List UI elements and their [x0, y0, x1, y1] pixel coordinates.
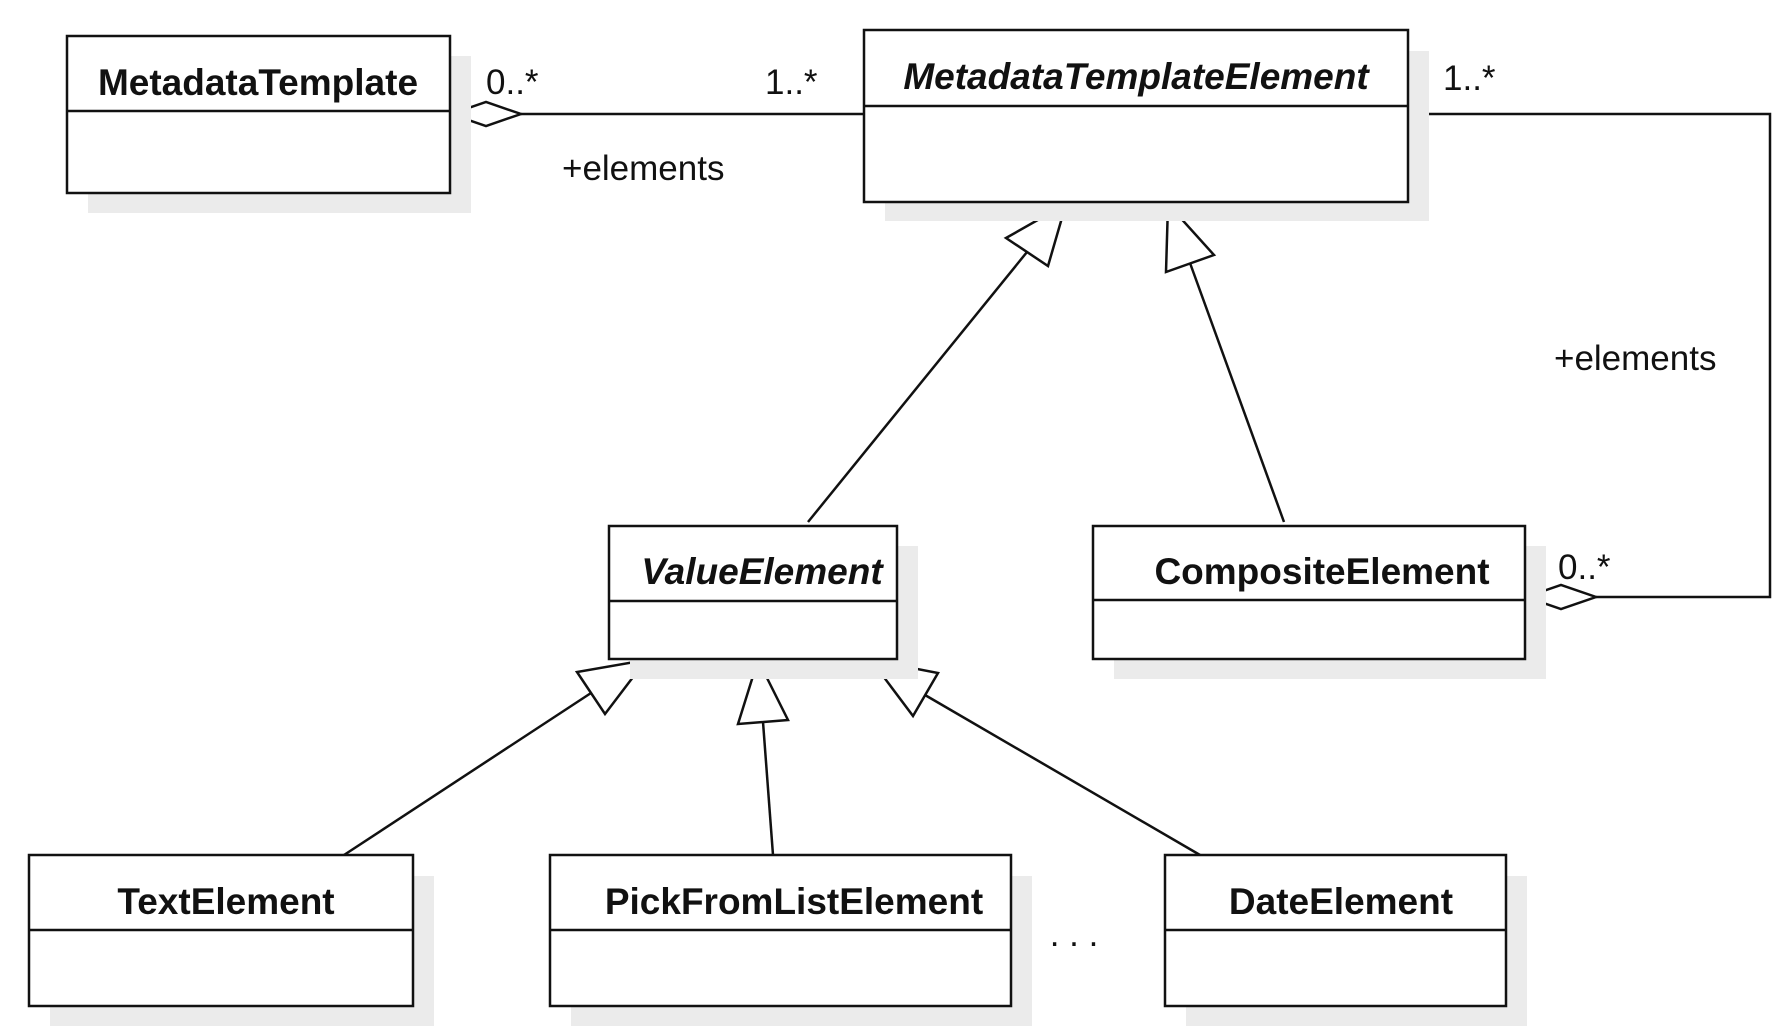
multiplicity-template-source: 0..*	[486, 63, 539, 102]
role-label-template-elements: +elements	[562, 149, 724, 188]
class-date-element: DateElement	[1163, 853, 1527, 1026]
class-metadata-template: MetadataTemplate	[65, 34, 471, 213]
inheritance-arrowhead	[736, 656, 790, 726]
generalization-line	[1188, 262, 1286, 523]
generalization-pick-to-value	[736, 656, 790, 856]
class-text-element: TextElement	[27, 853, 434, 1026]
role-label-composite-elements: +elements	[1554, 339, 1716, 378]
class-name: PickFromListElement	[605, 881, 983, 922]
generalization-composite-to-template-element	[1164, 200, 1286, 523]
class-name: CompositeElement	[1154, 551, 1489, 592]
generalization-line	[761, 721, 775, 856]
generalization-date-to-value	[868, 658, 1201, 857]
inheritance-arrowhead	[574, 658, 649, 717]
association-template-elements	[447, 100, 863, 128]
class-box	[862, 28, 1410, 204]
more-subclasses-ellipsis: . . .	[1050, 915, 1099, 954]
class-name: TextElement	[117, 881, 334, 922]
class-box	[607, 524, 899, 661]
multiplicity-template-target: 1..*	[765, 63, 818, 102]
class-box	[1091, 524, 1527, 661]
generalization-line	[343, 691, 592, 857]
class-box	[65, 34, 452, 195]
multiplicity-composite-source: 0..*	[1558, 548, 1611, 587]
class-value-element: ValueElement	[607, 524, 918, 679]
generalization-text-to-value	[343, 658, 649, 857]
class-name: ValueElement	[641, 551, 884, 592]
class-name: DateElement	[1229, 881, 1453, 922]
class-pick-from-list-element: PickFromListElement	[548, 853, 1032, 1026]
class-name: MetadataTemplateElement	[903, 56, 1370, 97]
generalization-line	[807, 251, 1028, 523]
class-metadata-template-element: MetadataTemplateElement	[862, 28, 1429, 221]
class-name: MetadataTemplate	[98, 62, 418, 103]
class-composite-element: CompositeElement	[1091, 524, 1546, 679]
association-line	[1409, 112, 1772, 599]
generalization-line	[924, 693, 1201, 857]
generalization-value-to-template-element	[807, 201, 1069, 523]
multiplicity-composite-target: 1..*	[1443, 59, 1496, 98]
